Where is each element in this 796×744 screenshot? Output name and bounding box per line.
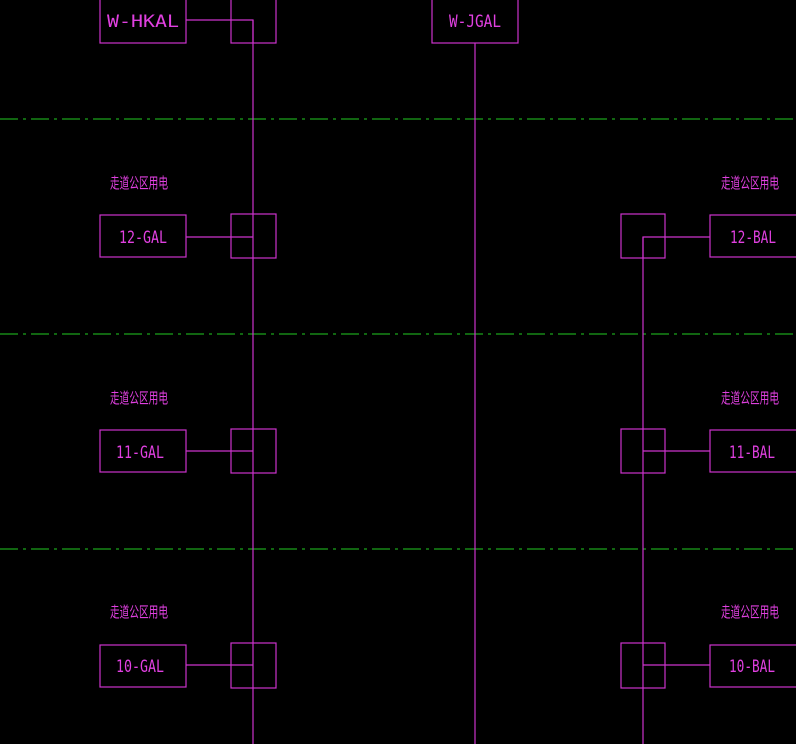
panel-box-10-gal <box>99 644 187 688</box>
junction-box-left-12 <box>230 213 277 259</box>
panel-box-12-bal <box>709 214 796 258</box>
panel-label-12-gal: 12-GAL <box>119 228 167 248</box>
panel-box-10-bal <box>709 644 796 688</box>
panel-label-12-bal: 12-BAL <box>730 228 776 248</box>
panel-label-11-bal: 11-BAL <box>729 443 775 463</box>
floor-lines <box>0 118 796 550</box>
panel-label-10-bal: 10-BAL <box>729 657 775 677</box>
panel-label-10-gal: 10-GAL <box>116 657 164 677</box>
panel-box-12-gal <box>99 214 187 258</box>
annotation-11-bal: 走道公区用电 <box>721 389 779 407</box>
panel-label-w-jgal: W-JGAL <box>449 12 501 32</box>
tee-mark-right-12 <box>642 236 665 258</box>
tee-mark-left-top <box>231 19 254 43</box>
annotation-10-gal: 走道公区用电 <box>110 603 168 621</box>
annotation-10-bal: 走道公区用电 <box>721 603 779 621</box>
annotation-12-bal: 走道公区用电 <box>721 174 779 192</box>
panel-label-w-hkal: W-HKAL <box>107 12 179 32</box>
panel-label-11-gal: 11-GAL <box>116 443 164 463</box>
panel-box-w-jgal <box>431 0 519 44</box>
annotation-11-gal: 走道公区用电 <box>110 389 168 407</box>
annotation-12-gal: 走道公区用电 <box>110 174 168 192</box>
